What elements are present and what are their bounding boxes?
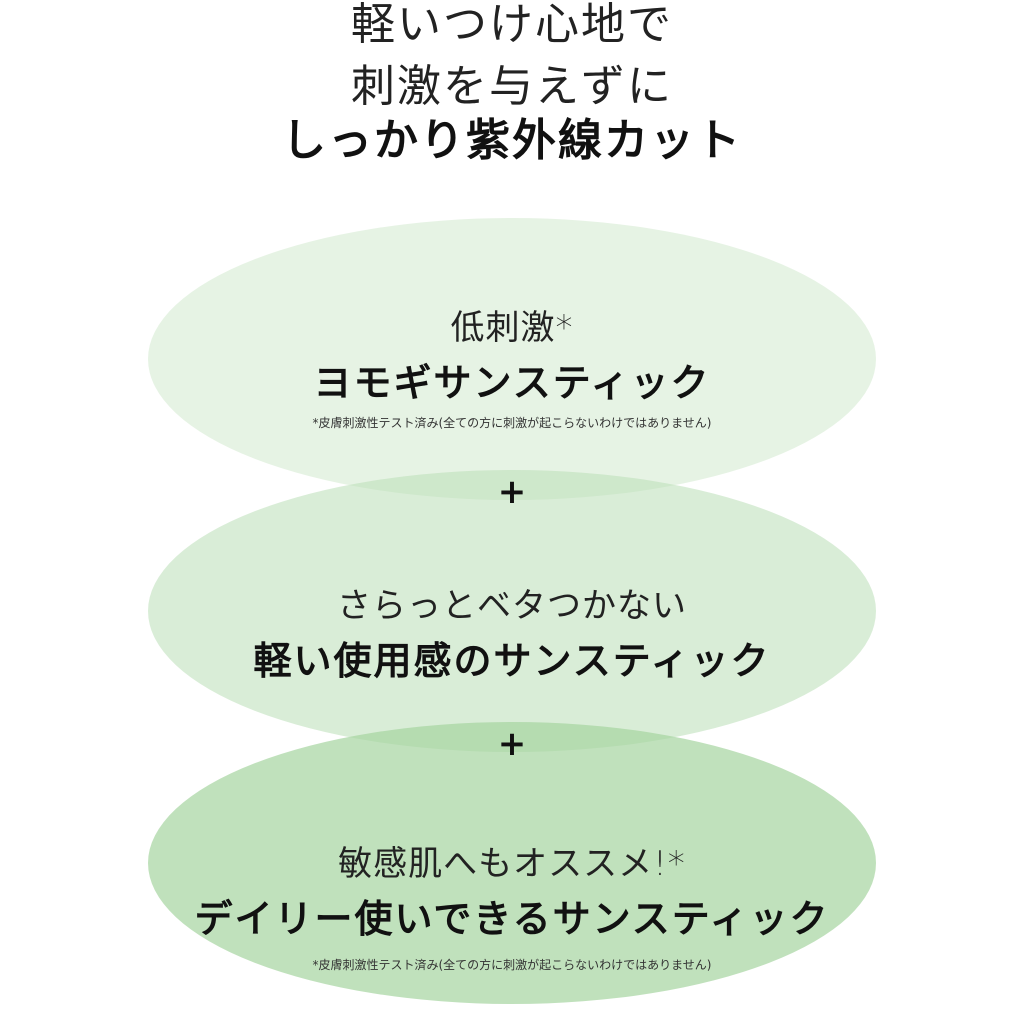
plus-separator-1: + (497, 472, 527, 512)
feature-ellipse-2 (148, 470, 876, 752)
feature-3-note: *皮膚刺激性テスト済み(全ての方に刺激が起こらないわけではありません) (312, 958, 712, 972)
plus-separator-2: + (497, 724, 527, 764)
feature-3-title: デイリー使いできるサンスティック (194, 897, 830, 941)
feature-ellipse-3 (148, 722, 876, 1004)
feature-3-subtitle: 敏感肌へもオススメ!* (338, 844, 686, 884)
feature-1-title: ヨモギサンスティック (313, 361, 711, 405)
feature-1-subtitle: 低刺激* (450, 308, 574, 348)
feature-ellipse-1 (148, 218, 876, 500)
feature-1-note: *皮膚刺激性テスト済み(全ての方に刺激が起こらないわけではありません) (312, 416, 712, 430)
headline-line-3: しっかり紫外線カット (282, 115, 742, 166)
headline-line-1: 軽いつけ心地で (351, 0, 673, 50)
feature-2-subtitle: さらっとベタつかない (337, 586, 687, 626)
headline-line-2: 刺激を与えずに (351, 61, 673, 112)
feature-2-title: 軽い使用感のサンスティック (253, 639, 771, 683)
